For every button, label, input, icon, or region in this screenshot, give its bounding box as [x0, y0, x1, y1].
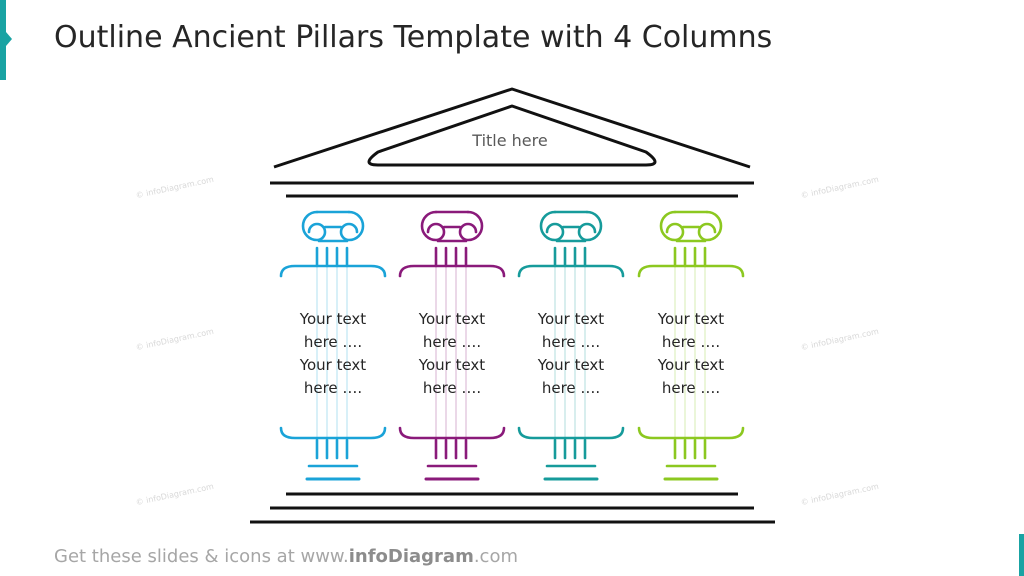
column-3-line-2: here ….	[541, 333, 601, 351]
pillar-shaft	[435, 267, 467, 439]
slide-title: Outline Ancient Pillars Template with 4 …	[54, 20, 773, 55]
pillar-bottom-flare	[279, 426, 387, 440]
column-2-line-4: here ….	[422, 379, 482, 397]
pillar-shaft	[316, 267, 348, 439]
pillar-1	[279, 210, 387, 481]
pillars-group	[279, 210, 745, 481]
pillar-top-flare	[398, 264, 506, 278]
column-4-line-1: Your text	[657, 310, 725, 328]
pediment-inner-frame	[367, 104, 657, 167]
pillar-top-flare	[279, 264, 387, 278]
column-4-text: Your text here …. Your text here ….	[636, 308, 746, 400]
column-2-text: Your text here …. Your text here ….	[397, 308, 507, 400]
column-1-line-3: Your text	[299, 356, 367, 374]
footer-prefix: Get these slides & icons at www.	[54, 546, 349, 567]
pillar-volute-left	[539, 210, 565, 242]
temple-title: Title here	[472, 131, 548, 150]
temple-entablature	[270, 181, 754, 198]
pillar-top-flare	[517, 264, 625, 278]
left-accent-arrow	[6, 32, 12, 46]
column-2-line-1: Your text	[418, 310, 486, 328]
column-3-line-3: Your text	[537, 356, 605, 374]
column-1-text: Your text here …. Your text here ….	[278, 308, 388, 400]
column-4-line-4: here ….	[661, 379, 721, 397]
pillar-capital-lines	[434, 210, 470, 243]
column-3-line-4: here ….	[541, 379, 601, 397]
pillar-capital-lines	[673, 210, 709, 243]
left-accent-bar	[0, 0, 6, 80]
column-4-line-2: here ….	[661, 333, 721, 351]
pillar-bottom-flare	[517, 426, 625, 440]
right-accent-bar	[1019, 534, 1024, 576]
column-2-line-3: Your text	[418, 356, 486, 374]
column-1-line-2: here ….	[303, 333, 363, 351]
pillar-capital-lines	[315, 210, 351, 243]
pillar-capital-lines	[553, 210, 589, 243]
pillar-volute-left	[420, 210, 446, 242]
footer-suffix: .com	[473, 546, 518, 567]
pillar-top-flare	[637, 264, 745, 278]
pillar-volute-right	[697, 210, 723, 242]
column-1-line-1: Your text	[299, 310, 367, 328]
pillar-volute-left	[659, 210, 685, 242]
pillar-volute-right	[339, 210, 365, 242]
footer-brand: infoDiagram	[348, 546, 474, 567]
column-3-line-1: Your text	[537, 310, 605, 328]
temple-base	[250, 492, 775, 524]
column-4-line-3: Your text	[657, 356, 725, 374]
pillar-volute-right	[577, 210, 603, 242]
pillar-shaft	[554, 267, 586, 439]
pillar-2	[398, 210, 506, 481]
roof-outline	[273, 87, 751, 169]
pillar-3	[517, 210, 625, 481]
pillar-shaft	[674, 267, 706, 439]
column-2-line-2: here ….	[422, 333, 482, 351]
pillar-bottom-flare	[398, 426, 506, 440]
column-3-text: Your text here …. Your text here ….	[516, 308, 626, 400]
pillar-volute-right	[458, 210, 484, 242]
temple-pediment	[273, 87, 751, 169]
pillar-volute-left	[301, 210, 327, 242]
pillar-4	[637, 210, 745, 481]
pillar-bottom-flare	[637, 426, 745, 440]
column-1-line-4: here ….	[303, 379, 363, 397]
footer-credit[interactable]: Get these slides & icons at www.infoDiag…	[54, 546, 518, 567]
